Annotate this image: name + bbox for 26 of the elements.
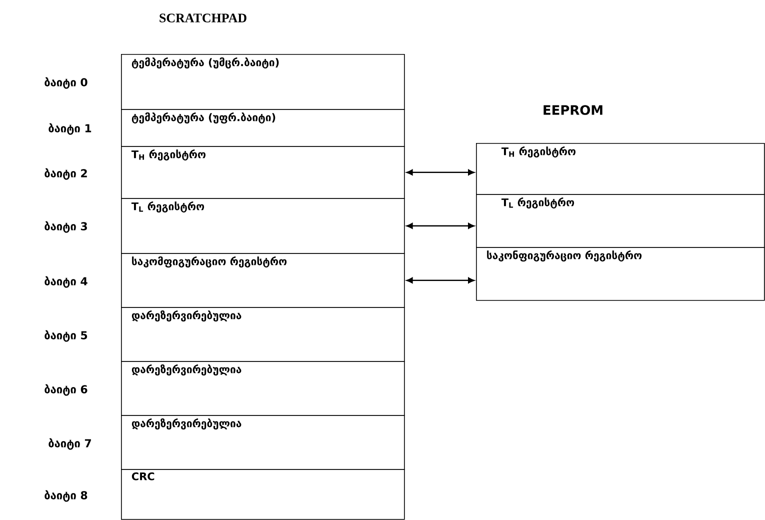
byte-label: ბაიტი 7 <box>48 438 91 450</box>
double-arrow <box>406 222 474 229</box>
heading: SCRATCHPAD <box>160 14 246 22</box>
byte-label: ბაიტი 3 <box>44 221 87 233</box>
byte-label: ბაიტი 0 <box>44 77 88 89</box>
byte-label: ბაიტი 6 <box>44 384 88 396</box>
register-box: ტემპერატურა (უმცრ.ბაიტი) <box>121 54 405 110</box>
byte-label: ბაიტი 1 <box>48 123 92 135</box>
register-box: T$_{L}$ რეგისტრო <box>121 198 405 254</box>
register-box: დარეზერვირებულია <box>121 307 405 362</box>
byte-label: ბაიტი 2 <box>44 168 87 180</box>
register-box: საკომფიგურაციო რეგისტრო <box>121 252 405 308</box>
register-box: ტემპერატურა (უფრ.ბაიტი) <box>121 109 405 147</box>
byte-label: ბაიტი 8 <box>44 490 88 502</box>
byte-label: ბაიტი 5 <box>44 330 88 342</box>
register-box: CRC <box>121 469 405 520</box>
register-box: დარეზერვირებულია <box>121 415 405 470</box>
register-box: T$_{H}$ რეგისტრო <box>121 146 405 199</box>
register-box: საკონფიგურაციო რეგისტრო <box>476 246 765 301</box>
register-box: დარეზერვირებულია <box>121 361 405 416</box>
double-arrow <box>406 277 474 284</box>
register-box: T$_{L}$ რეგისტრო <box>476 194 765 248</box>
heading: EEPROM <box>544 105 602 115</box>
register-box: T$_{H}$ რეგისტრო <box>476 143 765 195</box>
double-arrow <box>406 169 474 176</box>
byte-label: ბაიტი 4 <box>44 276 88 288</box>
